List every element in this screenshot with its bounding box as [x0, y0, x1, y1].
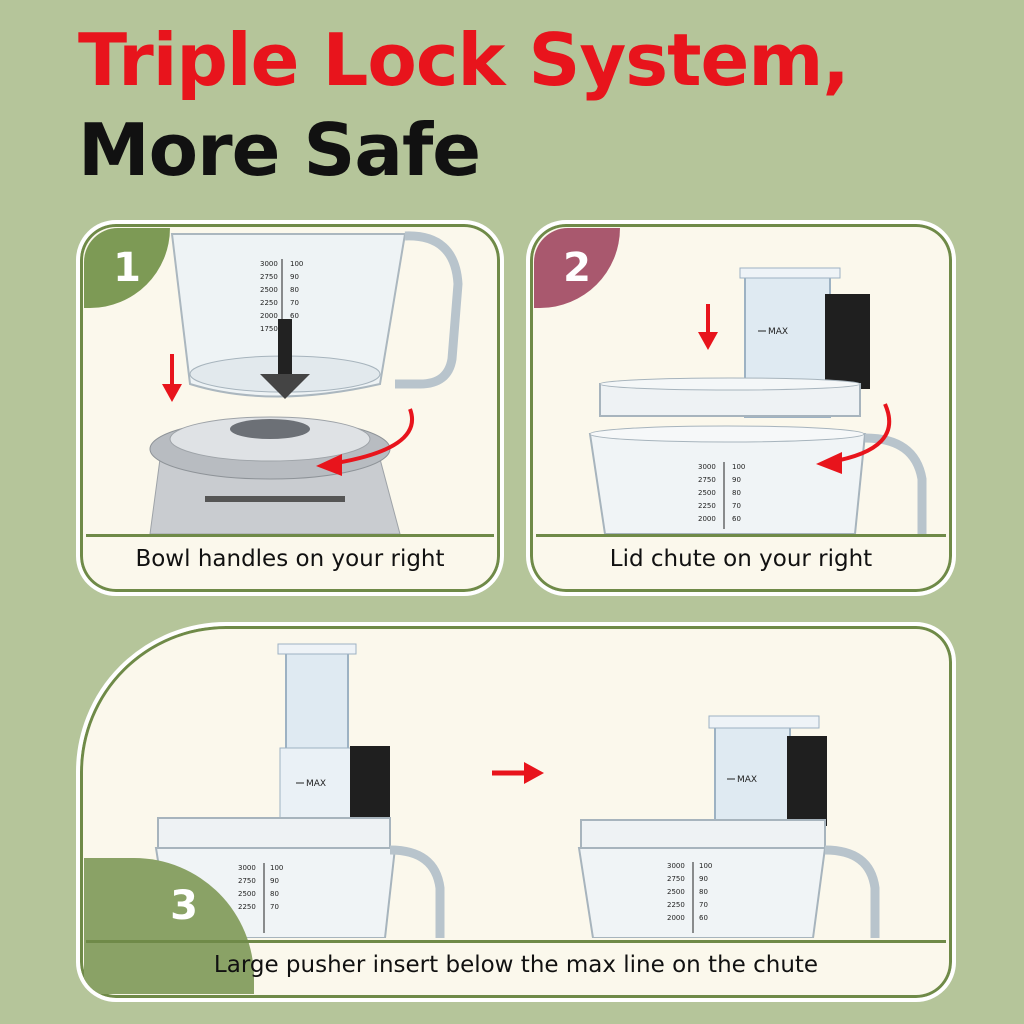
svg-text:2250: 2250 [260, 299, 278, 307]
step-1-panel: 3000 100 2750 90 2500 80 2250 70 2000 60 1750… [76, 220, 504, 596]
chute-max-mark: MAX [768, 327, 788, 337]
step-3-caption: Large pusher insert below the max line o… [213, 952, 819, 978]
svg-text:2000: 2000 [698, 515, 716, 523]
step-1-caption: Bowl handles on your right [135, 546, 445, 572]
headline-line-2: More Safe [78, 108, 481, 192]
svg-text:3000: 3000 [698, 463, 716, 471]
svg-text:2500: 2500 [260, 286, 278, 294]
svg-text:2750: 2750 [698, 476, 716, 484]
caption-divider [86, 940, 946, 943]
svg-text:2750: 2750 [667, 875, 685, 883]
svg-text:2000: 2000 [667, 914, 685, 922]
svg-text:60: 60 [290, 312, 299, 320]
lid-on-bowl-illustration: MAX 3000 100 2750 90 2500 80 2250 70 2000 60 [588, 267, 927, 534]
svg-text:100: 100 [290, 260, 303, 268]
svg-text:100: 100 [732, 463, 745, 471]
svg-text:80: 80 [699, 888, 708, 896]
svg-text:2250: 2250 [238, 903, 256, 911]
svg-text:80: 80 [290, 286, 299, 294]
svg-text:70: 70 [290, 299, 299, 307]
svg-text:3000: 3000 [238, 864, 256, 872]
bowl-on-base-illustration: 3000 100 2750 90 2500 80 2250 70 2000 60 1750 [149, 231, 463, 534]
caption-divider [536, 534, 946, 537]
svg-text:2000: 2000 [260, 312, 278, 320]
svg-text:2750: 2750 [238, 877, 256, 885]
svg-text:70: 70 [699, 901, 708, 909]
svg-text:80: 80 [270, 890, 279, 898]
svg-text:2250: 2250 [698, 502, 716, 510]
svg-text:2500: 2500 [698, 489, 716, 497]
svg-text:90: 90 [732, 476, 741, 484]
svg-text:80: 80 [732, 489, 741, 497]
svg-text:2750: 2750 [260, 273, 278, 281]
step-3-number: 3 [170, 883, 198, 929]
svg-text:3000: 3000 [260, 260, 278, 268]
svg-text:2250: 2250 [667, 901, 685, 909]
chute-max-mark: MAX [306, 779, 326, 789]
step-3-panel: MAX 3000 100 2750 90 2500 80 2250 70 MAX 300… [76, 622, 956, 1002]
svg-text:90: 90 [270, 877, 279, 885]
pusher-after-illustration: MAX 3000 100 2750 90 2500 80 2250 70 2000 60 [577, 715, 880, 938]
svg-text:90: 90 [290, 273, 299, 281]
right-arrow-icon [492, 762, 544, 784]
svg-text:60: 60 [732, 515, 741, 523]
caption-divider [86, 534, 494, 537]
svg-text:100: 100 [270, 864, 283, 872]
svg-text:70: 70 [732, 502, 741, 510]
svg-text:100: 100 [699, 862, 712, 870]
svg-text:2500: 2500 [238, 890, 256, 898]
pusher-before-illustration: MAX 3000 100 2750 90 2500 80 2250 70 [154, 643, 445, 938]
chute-max-mark: MAX [737, 775, 757, 785]
svg-text:1750: 1750 [260, 325, 278, 333]
svg-text:3000: 3000 [667, 862, 685, 870]
svg-text:90: 90 [699, 875, 708, 883]
svg-text:2500: 2500 [667, 888, 685, 896]
svg-text:70: 70 [270, 903, 279, 911]
svg-text:60: 60 [699, 914, 708, 922]
headline-line-1: Triple Lock System, [78, 18, 850, 102]
step-2-caption: Lid chute on your right [609, 546, 873, 572]
